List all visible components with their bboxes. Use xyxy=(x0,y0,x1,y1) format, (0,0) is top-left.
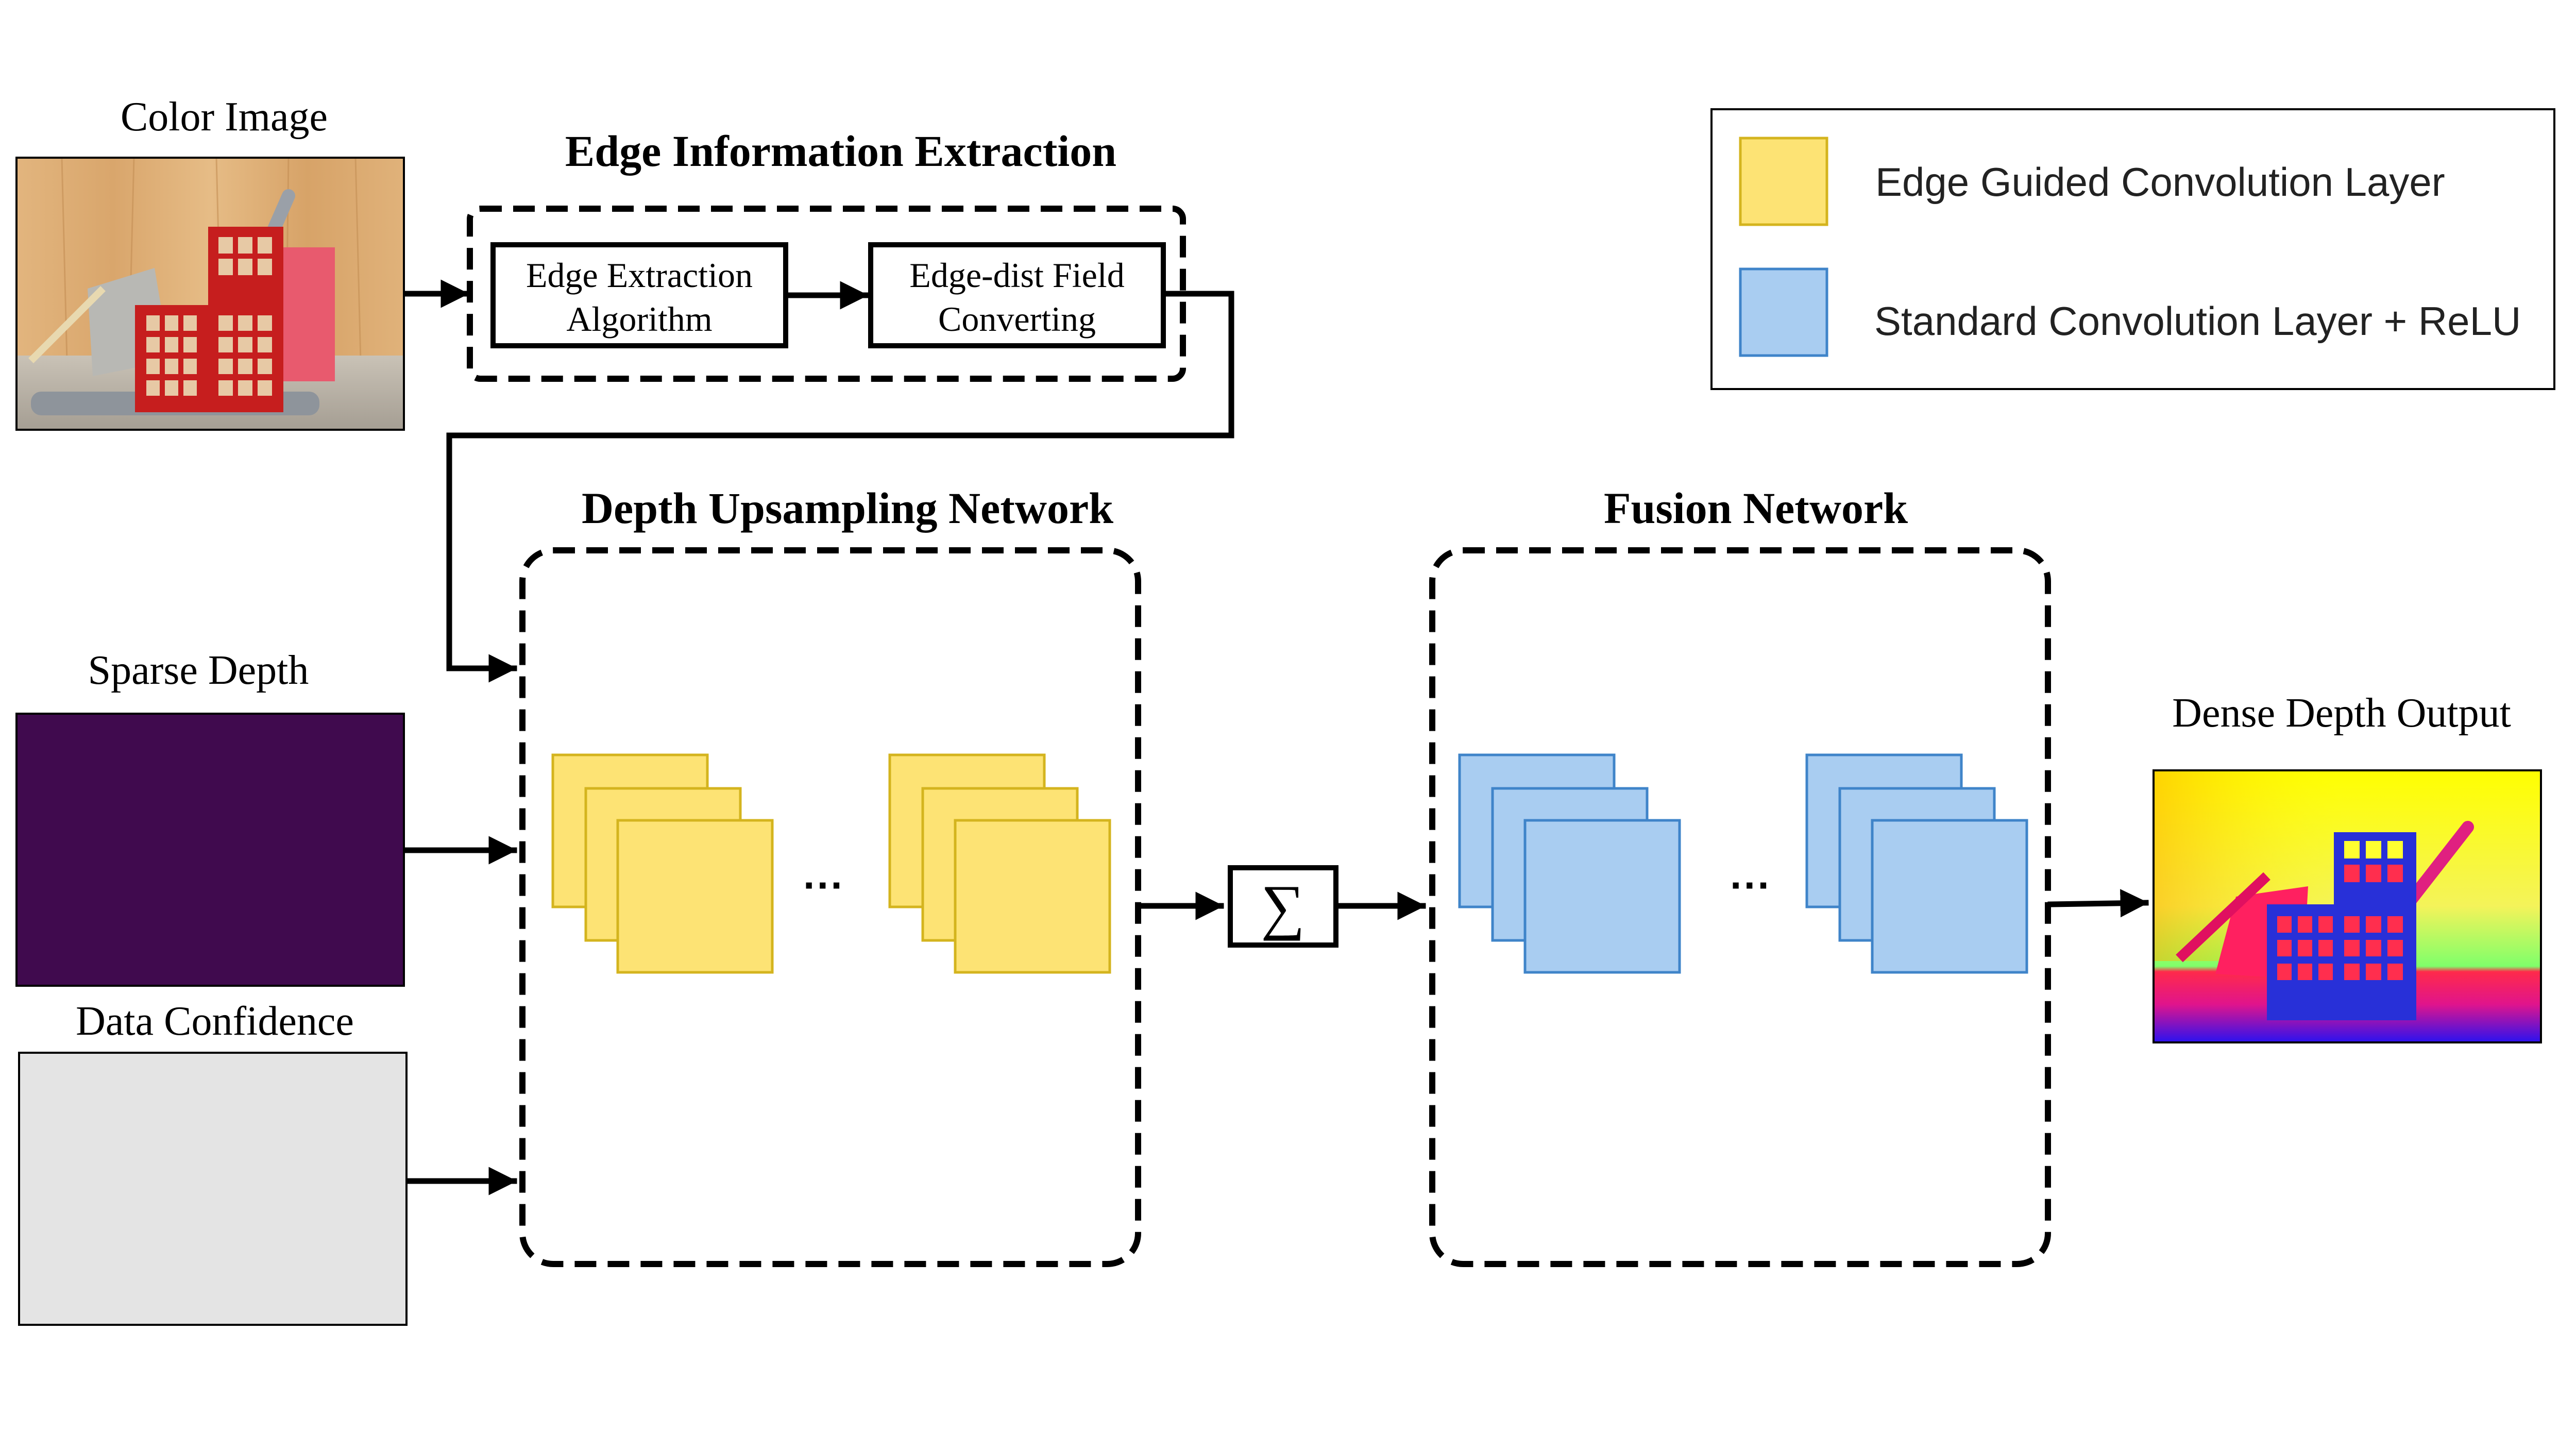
standard-conv-stack-left xyxy=(1458,753,1681,974)
legend-edge-guided-swatch xyxy=(1739,137,1828,226)
legend-frame xyxy=(1710,108,2555,390)
color-image-thumbnail xyxy=(15,157,405,431)
sum-symbol: ∑ xyxy=(1261,872,1305,941)
edge-module-frame xyxy=(467,206,1186,382)
legend: Edge Guided Convolution Layer Standard C… xyxy=(1710,108,2555,390)
dense-depth-output-label: Dense Depth Output xyxy=(2172,690,2511,736)
depth-network-title: Depth Upsampling Network xyxy=(582,483,1113,533)
arrow-fusion-to-output xyxy=(2047,889,2149,918)
edge-dist-line1: Edge-dist Field xyxy=(909,256,1124,295)
data-confidence-label: Data Confidence xyxy=(76,999,354,1044)
data-confidence-thumbnail xyxy=(18,1052,408,1326)
sparse-depth-label: Sparse Depth xyxy=(88,648,309,693)
edge-dist-box xyxy=(868,242,1166,348)
sum-node xyxy=(1228,865,1338,948)
dense-depth-output-thumbnail xyxy=(2153,769,2542,1043)
legend-edge-guided-label: Edge Guided Convolution Layer xyxy=(1875,159,2445,205)
fusion-network-title: Fusion Network xyxy=(1604,483,1908,533)
depth-network-ellipsis: ··· xyxy=(803,862,844,908)
edge-extraction-line2: Algorithm xyxy=(566,299,712,339)
edge-guided-conv-stack-right xyxy=(888,753,1111,974)
edge-module-title: Edge Information Extraction xyxy=(565,126,1116,176)
legend-standard-label: Standard Convolution Layer + ReLU xyxy=(1874,298,2521,344)
sparse-depth-thumbnail xyxy=(15,713,405,987)
color-image-label: Color Image xyxy=(121,94,328,140)
edge-extraction-box xyxy=(490,242,788,348)
edge-dist-line2: Converting xyxy=(938,299,1096,339)
arrow-edge-to-depth-network xyxy=(446,291,1234,683)
edge-guided-conv-stack-left xyxy=(551,753,774,974)
legend-standard-swatch xyxy=(1739,267,1828,357)
fusion-network-ellipsis: ··· xyxy=(1730,862,1771,908)
edge-extraction-line1: Edge Extraction xyxy=(526,256,753,295)
standard-conv-stack-right xyxy=(1805,753,2028,974)
